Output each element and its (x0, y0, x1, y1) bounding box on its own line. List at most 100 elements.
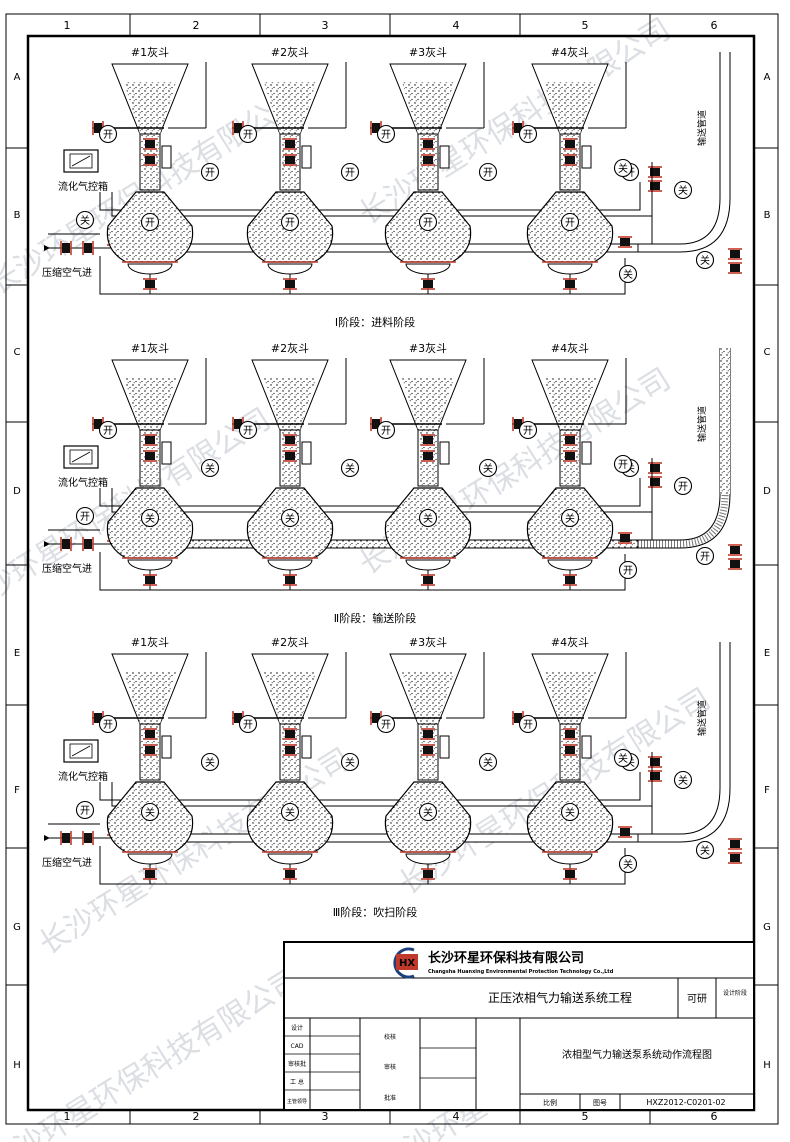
hopper-label: #2灰斗 (271, 635, 309, 649)
valve-return-state: 开 (695, 546, 715, 566)
col-label-bottom: 6 (711, 1110, 718, 1123)
fluidizing-cone (267, 263, 313, 275)
hopper-unit-4: #4灰斗开开开 (512, 45, 640, 294)
fluidizing-cone (267, 559, 313, 571)
valve-body (82, 831, 94, 845)
tb-mid-check: 校核 (384, 1033, 396, 1041)
valve-pump-state-text: 关 (145, 512, 155, 525)
control-box-label: 流化气控箱 (58, 476, 108, 489)
row-label-left: C (14, 347, 21, 358)
valve-top-state: 开 (238, 714, 258, 734)
project-name: 正压浓相气力输送系统工程 (488, 990, 632, 1005)
valve-return-state-text: 开 (700, 552, 710, 563)
col-label-top: 1 (64, 19, 71, 32)
hopper-label: #1灰斗 (131, 45, 169, 59)
col-label-top: 3 (322, 19, 329, 32)
scale-label: 比例 (543, 1098, 557, 1107)
valve-pump-state: 关 (140, 508, 160, 528)
valve-body (563, 278, 577, 290)
delivery-pipe: 输送管道 (638, 642, 731, 843)
actuator (301, 145, 312, 169)
valve-pump-state-text: 关 (423, 512, 433, 525)
valve-body (421, 278, 435, 290)
actuator (439, 145, 450, 169)
valve-body (648, 180, 662, 192)
row-label-right: F (764, 785, 770, 796)
valve-top-state-text: 开 (523, 426, 533, 437)
ash-fill (544, 672, 596, 724)
tb-row-manager: 主管领导 (287, 1098, 307, 1105)
valve-mid-state-text: 开 (205, 168, 215, 179)
valve-body (82, 537, 94, 551)
hopper-label: #2灰斗 (271, 341, 309, 355)
valve-top-state: 开 (518, 714, 538, 734)
valve-pump-state: 关 (560, 802, 580, 822)
valve-mid-state-text: 关 (345, 462, 355, 475)
tb-row-chief: 工 总 (290, 1078, 304, 1086)
valve-pump-state: 开 (418, 212, 438, 232)
air-arrow (44, 541, 50, 547)
tb-mid-approve: 批准 (384, 1094, 396, 1102)
valve-body (728, 262, 742, 274)
drawing-no-label: 图号 (593, 1099, 607, 1107)
stage-title: Ⅰ阶段：进料阶段 (335, 315, 415, 329)
row-label-right: B (764, 210, 771, 221)
valve-body (563, 434, 577, 446)
hopper-label: #3灰斗 (409, 635, 447, 649)
valve-pump-state: 开 (560, 212, 580, 232)
row-label-right: A (764, 72, 771, 83)
tb-row-approval: 审核批 (288, 1060, 306, 1068)
valve-mid-state-text: 关 (345, 756, 355, 769)
actuator (439, 735, 450, 759)
valve-outlet-state: 关 (673, 180, 693, 200)
drawing-number: HXZ2012-C0201-02 (646, 1098, 725, 1107)
valve-bottom-state-text: 关 (623, 268, 633, 281)
valve-mid-state: 关 (478, 752, 498, 772)
valve-top-state-text: 开 (103, 720, 113, 731)
valve-pipeline-state-text: 开 (618, 460, 628, 471)
fluidizing-cone (267, 853, 313, 865)
fluidizing-control-box: 流化气控箱 (58, 739, 108, 783)
ash-fill (264, 672, 316, 724)
valve-fluidizing-state: 开 (75, 800, 95, 820)
valve-top-state: 开 (98, 124, 118, 144)
valve-top-state-text: 开 (243, 130, 253, 141)
air-inlet-label: 压缩空气进 (42, 266, 92, 279)
valve-body (421, 434, 435, 446)
valve-top-state: 开 (98, 420, 118, 440)
valve-return-state: 关 (695, 840, 715, 860)
valve-mid-state-text: 关 (483, 462, 493, 475)
actuator (581, 441, 592, 465)
tb-row-cad: CAD (291, 1043, 304, 1050)
valve-pipeline-state: 关 (613, 748, 633, 768)
valve-top-state: 开 (376, 714, 396, 734)
valve-body (563, 868, 577, 880)
air-inlet-label: 压缩空气进 (42, 562, 92, 575)
actuator (439, 441, 450, 465)
hopper-label: #2灰斗 (271, 45, 309, 59)
valve-body (728, 248, 742, 260)
row-label-left: G (13, 922, 21, 933)
phase: 可研 (687, 993, 707, 1005)
valve-fluidizing-state: 关 (75, 210, 95, 230)
valve-body (60, 831, 72, 845)
valve-top-state: 开 (238, 420, 258, 440)
company-name: 长沙环星环保科技有限公司 (428, 950, 584, 966)
valve-top-state-text: 开 (103, 130, 113, 141)
fluidizing-cone (405, 853, 451, 865)
valve-pump-state-text: 关 (285, 512, 295, 525)
valve-body (283, 434, 297, 446)
stage-title: Ⅲ阶段：吹扫阶段 (333, 905, 418, 919)
valve-mid-state: 关 (340, 752, 360, 772)
ash-fill (264, 82, 316, 134)
row-label-left: A (14, 72, 21, 83)
valve-body (563, 728, 577, 740)
valve-mid-state-text: 关 (205, 756, 215, 769)
valve-outlet-state-text: 开 (678, 482, 688, 493)
actuator (161, 441, 172, 465)
